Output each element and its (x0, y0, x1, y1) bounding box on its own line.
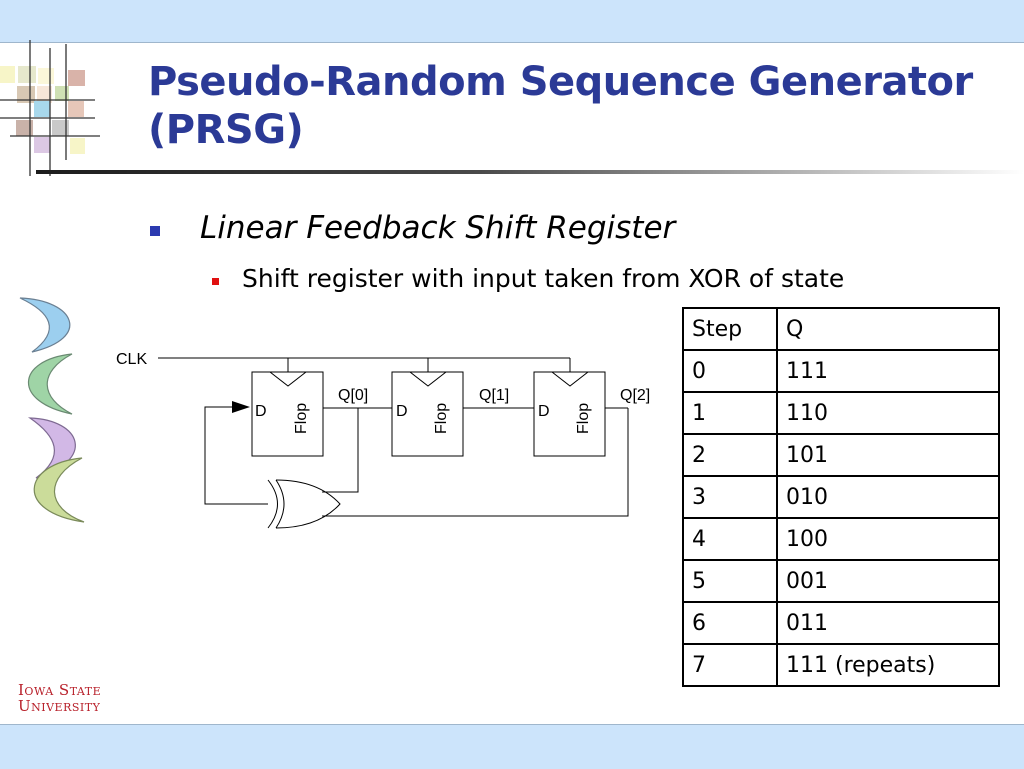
clock-triangle-icon (409, 371, 447, 387)
table-header-step: Step (682, 307, 778, 351)
flop-d-label: D (396, 403, 408, 420)
bottom-band (0, 724, 1024, 769)
input-arrow-icon (232, 401, 250, 413)
bullet-text: Shift register with input taken from XOR… (242, 264, 845, 293)
decorative-grid (0, 40, 100, 176)
q0-label: Q[0] (338, 387, 368, 404)
table-row: 5 001 (682, 559, 1000, 603)
q-cell: 011 (776, 601, 1000, 645)
q2-tap (322, 408, 629, 517)
q-cell: 100 (776, 517, 1000, 561)
step-cell: 0 (682, 349, 778, 393)
sequence-table: Step Q 0 111 1 110 2 101 3 010 4 100 5 0… (682, 307, 1000, 687)
q-cell: 111 (repeats) (776, 643, 1000, 687)
flop-name: Flop (433, 403, 450, 434)
university-logo: Iowa State University (18, 682, 101, 714)
flop-box (251, 371, 324, 457)
lfsr-diagram: CLK D D D Flop Flop Flop Q[0] Q[1] Q[2] (116, 351, 650, 529)
q-cell: 010 (776, 475, 1000, 519)
table-row: 0 111 (682, 349, 1000, 393)
slide-title: Pseudo-Random Sequence Generator (PRSG) (148, 58, 973, 154)
table-header-row: Step Q (682, 307, 1000, 351)
feedback-wire (204, 406, 268, 505)
q-cell: 110 (776, 391, 1000, 435)
flop-name: Flop (293, 403, 310, 434)
clock-triangle-icon (269, 371, 307, 387)
clk-label: CLK (116, 351, 147, 368)
step-cell: 1 (682, 391, 778, 435)
step-cell: 3 (682, 475, 778, 519)
flop-box (533, 371, 606, 457)
logo-line-1: Iowa State (18, 681, 102, 699)
step-cell: 5 (682, 559, 778, 603)
q0-tap (322, 408, 359, 493)
table-header-q: Q (776, 307, 1000, 351)
table-row: 2 101 (682, 433, 1000, 477)
table-row: 4 100 (682, 517, 1000, 561)
flop-name: Flop (575, 403, 592, 434)
title-rule (36, 170, 1024, 174)
xor-gate-input (275, 479, 285, 529)
xor-gate-back (267, 479, 278, 529)
table-row: 6 011 (682, 601, 1000, 645)
title-line-1: Pseudo-Random Sequence Generator (148, 59, 973, 105)
bullet-square-icon (150, 226, 160, 236)
logo-line-2: University (18, 697, 101, 715)
bullet-square-icon (212, 278, 219, 285)
table-row: 7 111 (repeats) (682, 643, 1000, 687)
top-band (0, 0, 1024, 43)
table-row: 1 110 (682, 391, 1000, 435)
q2-label: Q[2] (620, 387, 650, 404)
flop-d-label: D (538, 403, 550, 420)
step-cell: 4 (682, 517, 778, 561)
flop-d-label: D (255, 403, 267, 420)
decorative-crescents (19, 297, 85, 523)
title-line-2: (PRSG) (148, 107, 304, 153)
q-cell: 001 (776, 559, 1000, 603)
q-cell: 101 (776, 433, 1000, 477)
q-cell: 111 (776, 349, 1000, 393)
step-cell: 2 (682, 433, 778, 477)
q1-label: Q[1] (479, 387, 509, 404)
xor-gate-body (275, 479, 341, 529)
table-row: 3 010 (682, 475, 1000, 519)
flop-box (391, 371, 464, 457)
clock-triangle-icon (551, 371, 589, 387)
step-cell: 7 (682, 643, 778, 687)
bullet-text: Linear Feedback Shift Register (200, 210, 676, 246)
step-cell: 6 (682, 601, 778, 645)
